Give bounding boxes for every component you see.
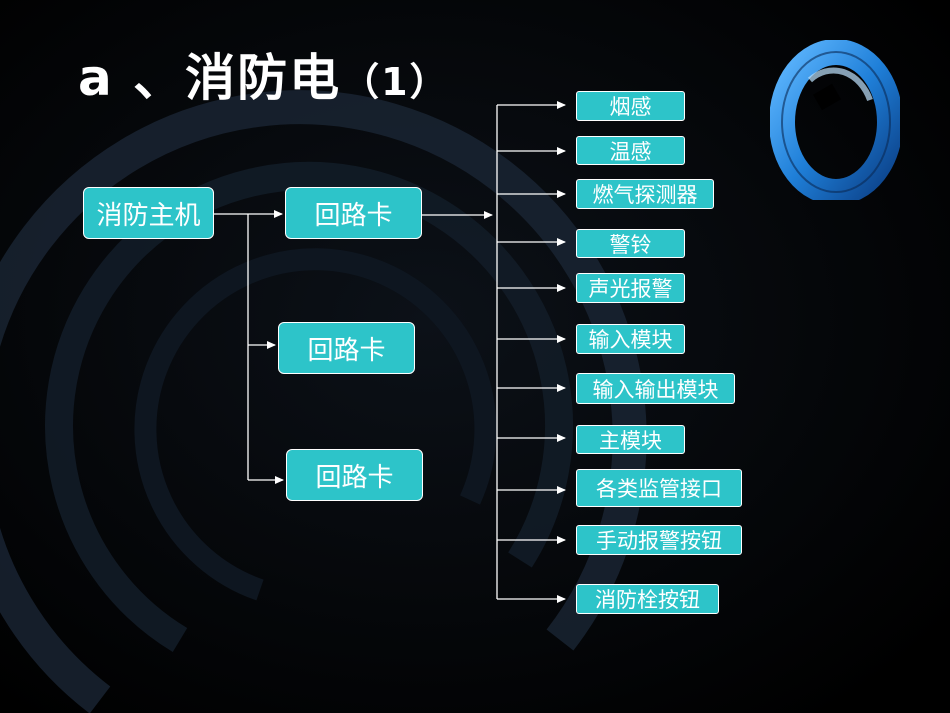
device-label: 输入输出模块 [592, 377, 719, 402]
device-smoke-detector: 烟感 [576, 91, 685, 121]
device-label: 主模块 [599, 428, 662, 453]
device-label: 烟感 [609, 95, 652, 119]
device-manual-alarm-button: 手动报警按钮 [576, 525, 742, 555]
device-label: 手动报警按钮 [596, 529, 722, 553]
loop-card-box-3: 回路卡 [286, 449, 423, 501]
device-label: 消防栓按钮 [595, 588, 700, 612]
loop-card-box-1: 回路卡 [285, 187, 422, 239]
device-main-module: 主模块 [576, 425, 685, 454]
page-title: a 、消防电（1） [78, 46, 450, 114]
fire-host-box: 消防主机 [83, 187, 214, 239]
loop-card-label-3: 回路卡 [315, 462, 394, 493]
device-heat-detector: 温感 [576, 136, 685, 165]
loop-card-label-2: 回路卡 [307, 335, 386, 366]
title-paren: （1） [341, 60, 450, 104]
device-label: 输入模块 [588, 328, 673, 352]
device-label: 温感 [609, 139, 652, 164]
device-alarm-bell: 警铃 [576, 229, 685, 258]
device-label: 声光报警 [588, 277, 673, 301]
device-label: 燃气探测器 [592, 183, 698, 207]
device-hydrant-button: 消防栓按钮 [576, 584, 719, 614]
loop-card-label-1: 回路卡 [314, 200, 393, 231]
title-text: a 、消防电 [78, 49, 342, 107]
ring-logo-icon [770, 40, 900, 200]
device-supervisory-interface: 各类监管接口 [576, 469, 742, 507]
device-label: 各类监管接口 [596, 477, 722, 501]
device-gas-detector: 燃气探测器 [576, 179, 714, 209]
fire-host-label: 消防主机 [96, 200, 201, 231]
device-sound-light-alarm: 声光报警 [576, 273, 685, 303]
device-io-module: 输入输出模块 [576, 373, 735, 404]
device-label: 警铃 [609, 232, 652, 257]
loop-card-box-2: 回路卡 [278, 322, 415, 374]
device-input-module: 输入模块 [576, 324, 685, 354]
